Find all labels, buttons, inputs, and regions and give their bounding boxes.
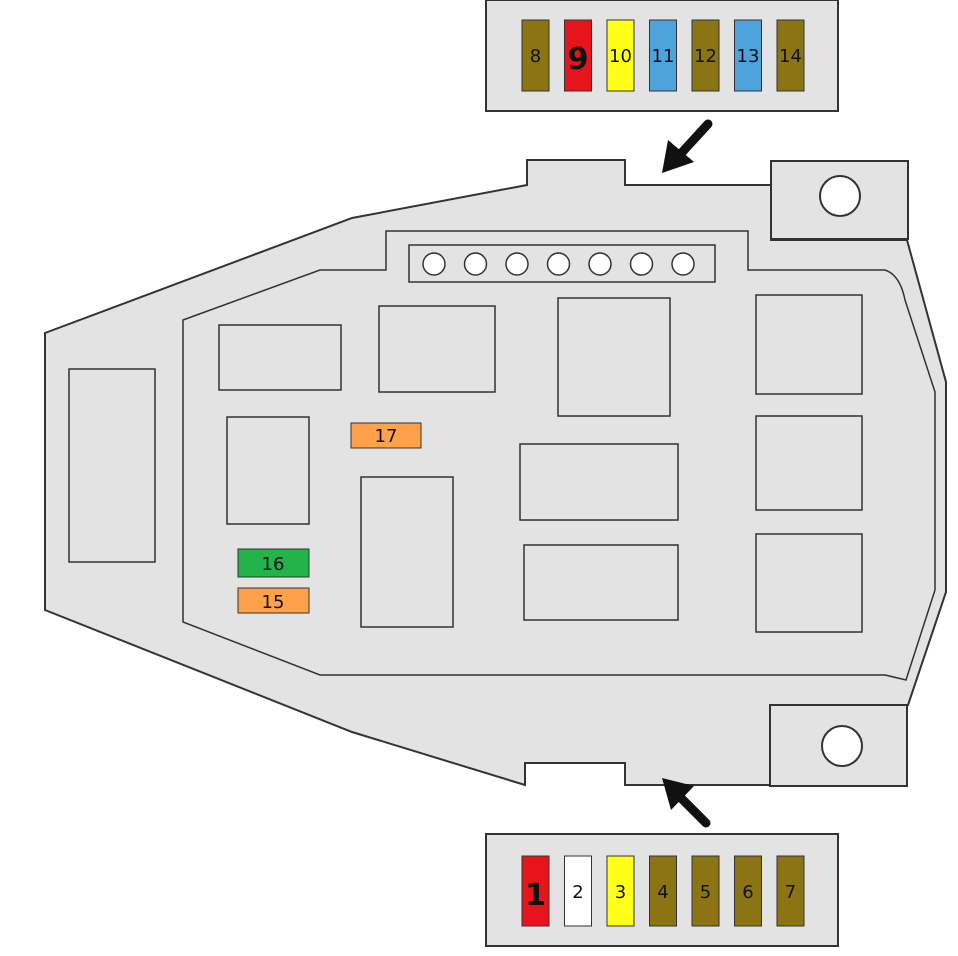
connector-pin (629, 252, 654, 276)
fuse-17: 17 (350, 422, 422, 449)
mounting-hole-top (819, 175, 861, 217)
arrow-bottom-icon (662, 778, 711, 828)
relay-block-6 (519, 443, 679, 521)
fuse-7: 7 (776, 855, 805, 927)
relay-block-3 (557, 297, 671, 417)
fuse-3-label: 3 (615, 882, 626, 903)
fuse-13-body (734, 19, 762, 92)
relay-block-4 (755, 294, 863, 395)
fuse-4-label: 4 (657, 882, 668, 903)
fuse-2-label: 2 (572, 882, 583, 903)
connector-pin (588, 252, 612, 276)
fuse-2: 2 (564, 855, 592, 927)
relay-block-2 (378, 305, 496, 393)
fuse-3: 3 (606, 855, 635, 927)
fuse-10: 10 (606, 19, 635, 92)
fuse-1-label: 1 (525, 878, 546, 913)
fuse-box-body (44, 159, 947, 787)
connector-pins (422, 252, 695, 276)
connector-pin (546, 252, 571, 276)
connector-pin (422, 252, 446, 276)
fuse-14: 14 (776, 19, 805, 92)
top-fuse-row: 8 9 10 11 12 13 14 (521, 19, 805, 92)
fuse-8-label: 8 (530, 46, 541, 67)
fuse-8: 8 (521, 19, 550, 92)
relay-block-9 (523, 544, 679, 621)
fuse-7-body (776, 855, 805, 927)
relay-block-7 (755, 415, 863, 511)
fuse-6-label: 6 (742, 882, 753, 903)
fuse-16-label: 16 (262, 554, 285, 575)
fuse-2-body (564, 855, 592, 927)
relay-block-5 (226, 416, 310, 525)
fuse-12-label: 12 (694, 46, 717, 67)
relay-block-1 (218, 324, 342, 391)
mounting-hole-bottom (821, 725, 863, 767)
fuse-12-body (691, 19, 720, 92)
left-module (68, 368, 156, 563)
fuse-5-body (691, 855, 720, 927)
fuse-5: 5 (691, 855, 720, 927)
fuse-13: 13 (734, 19, 762, 92)
fuse-4-body (649, 855, 677, 927)
fuse-6: 6 (734, 855, 762, 927)
fuse-10-body (606, 19, 635, 92)
fuse-11-body (649, 19, 677, 92)
fuse-9-body (564, 19, 592, 92)
relay-block-8 (360, 476, 454, 628)
fuse-15: 15 (237, 587, 310, 614)
inner-compartment (182, 230, 936, 681)
fuse-9: 9 (564, 19, 592, 92)
fuse-3-body (606, 855, 635, 927)
fuse-9-label: 9 (568, 42, 589, 77)
arrow-top-icon (662, 119, 713, 173)
connector-pin (505, 252, 529, 276)
connector-pin (463, 252, 488, 276)
fuse-5-label: 5 (700, 882, 711, 903)
fuse-10-label: 10 (609, 46, 632, 67)
fuse-8-body (521, 19, 550, 92)
fuse-14-label: 14 (779, 46, 802, 67)
fuse-6-body (734, 855, 762, 927)
fuse-12: 12 (691, 19, 720, 92)
fuse-17-label: 17 (375, 426, 398, 447)
fuse-4: 4 (649, 855, 677, 927)
fuse-16: 16 (237, 548, 310, 578)
fuse-15-label: 15 (262, 592, 285, 613)
fuse-14-body (776, 19, 805, 92)
fuse-1-body (521, 855, 550, 927)
fuse-7-label: 7 (785, 882, 796, 903)
fuse-11: 11 (649, 19, 677, 92)
bottom-fuse-row: 1 2 3 4 5 6 7 (521, 855, 805, 927)
fuse-11-label: 11 (652, 46, 675, 67)
fuse-13-label: 13 (737, 46, 760, 67)
connector-pin (671, 252, 695, 276)
fuse-1: 1 (521, 855, 550, 927)
relay-block-10 (755, 533, 863, 633)
